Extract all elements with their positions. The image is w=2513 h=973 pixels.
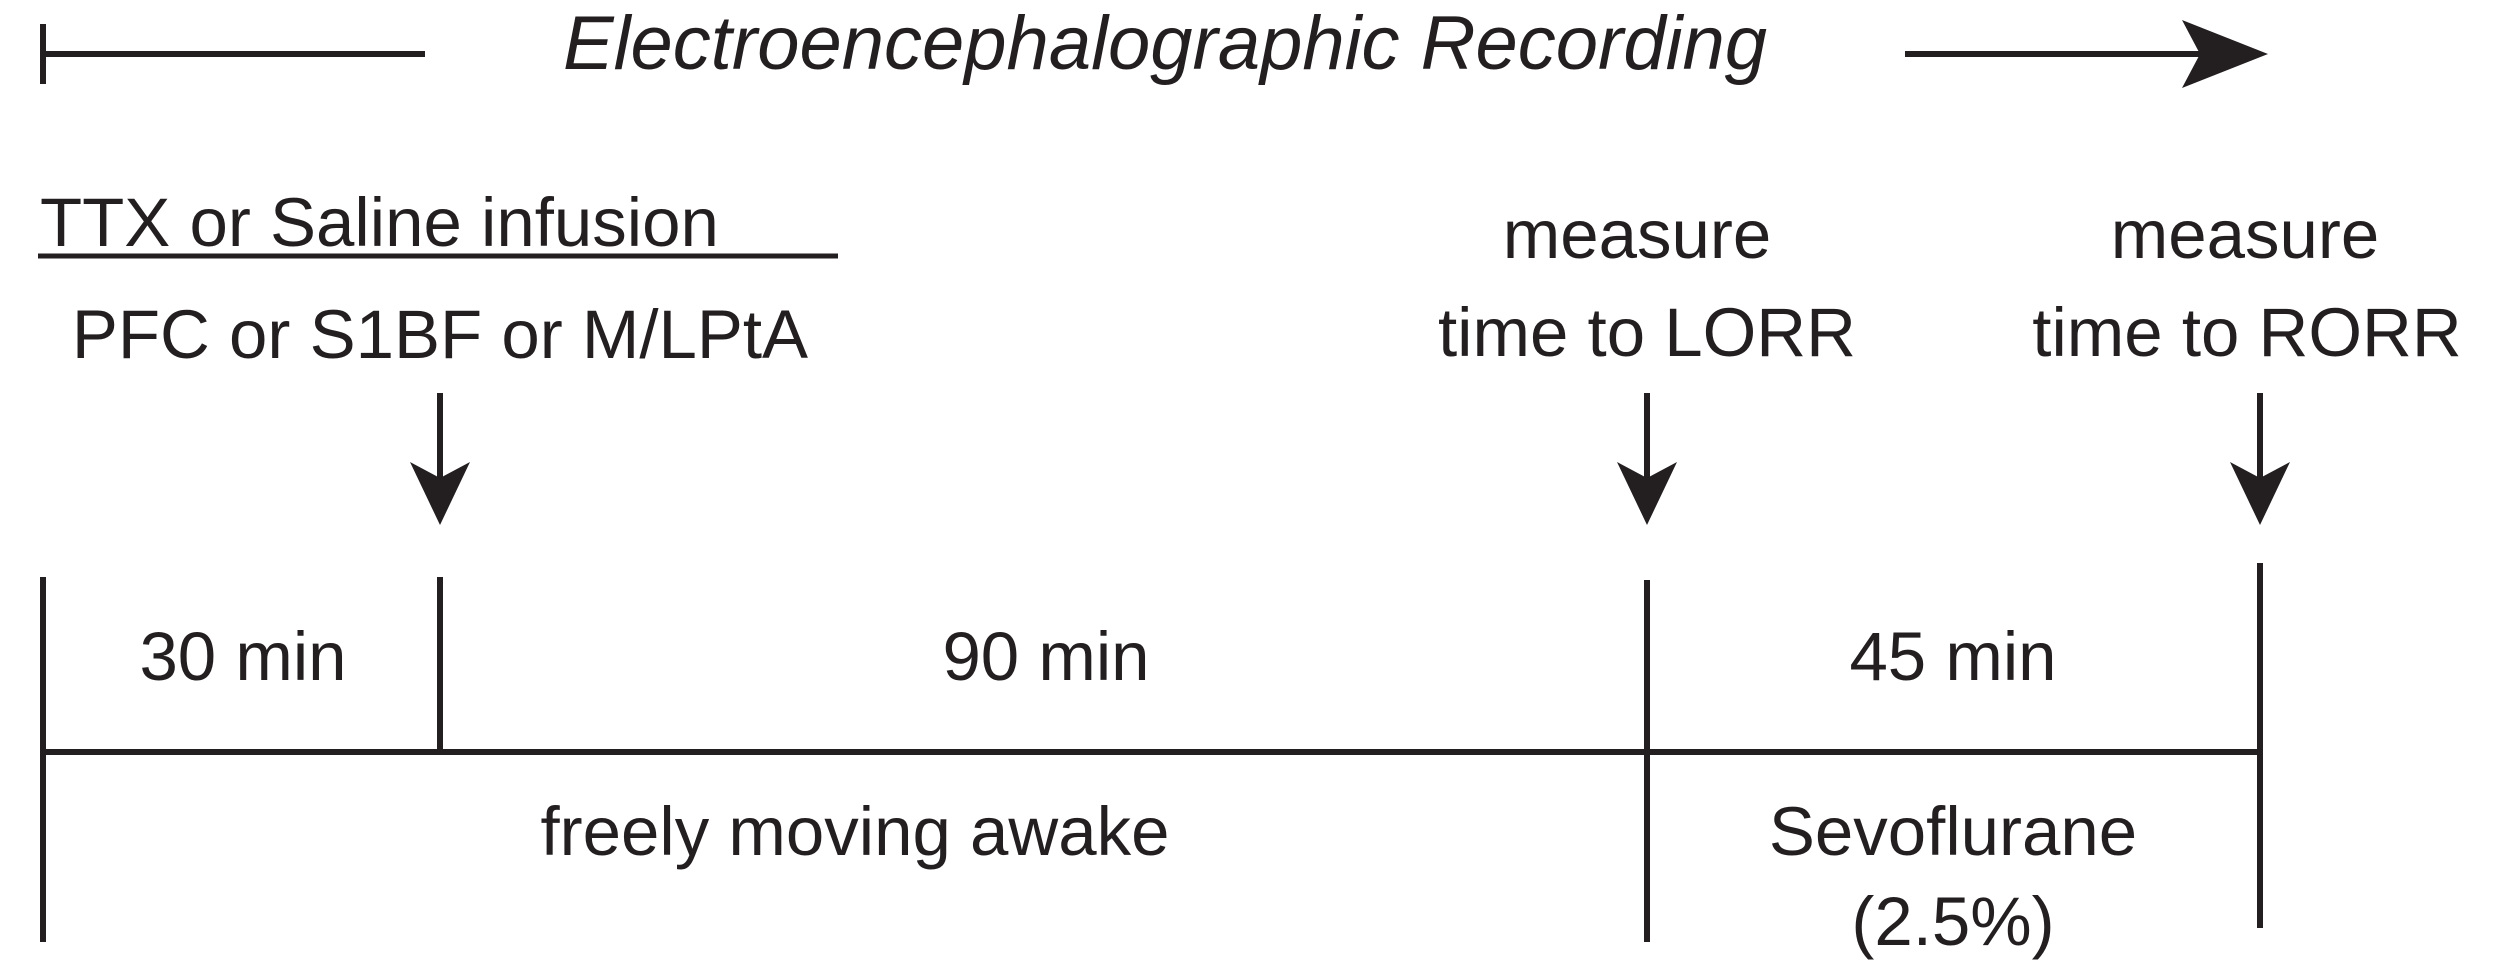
lorr-time-label: time to LORR [1438,294,1856,371]
anesthesia-agent-label: Sevoflurane [1769,793,2137,870]
infusion-title: TTX or Saline infusion [40,184,719,261]
infusion-sites: PFC or S1BF or M/LPtA [72,296,808,373]
segment-duration-2: 90 min [942,618,1149,695]
timeline-axis [40,563,2263,942]
segment-duration-1: 30 min [139,618,346,695]
recording-arrowhead-icon [2182,20,2268,88]
rorr-arrow-icon [2230,393,2290,525]
lorr-arrow-icon [1617,393,1677,525]
recording-span-arrow [40,20,2268,88]
recording-title: Electroencephalographic Recording [563,1,1767,86]
lorr-measure-label: measure [1503,196,1771,273]
awake-phase-label: freely moving awake [541,793,1170,870]
rorr-measure-label: measure [2111,196,2379,273]
segment-duration-3: 45 min [1849,618,2056,695]
rorr-time-label: time to RORR [2032,294,2461,371]
infusion-arrow-icon [410,393,470,525]
anesthesia-concentration-label: (2.5%) [1851,883,2054,960]
